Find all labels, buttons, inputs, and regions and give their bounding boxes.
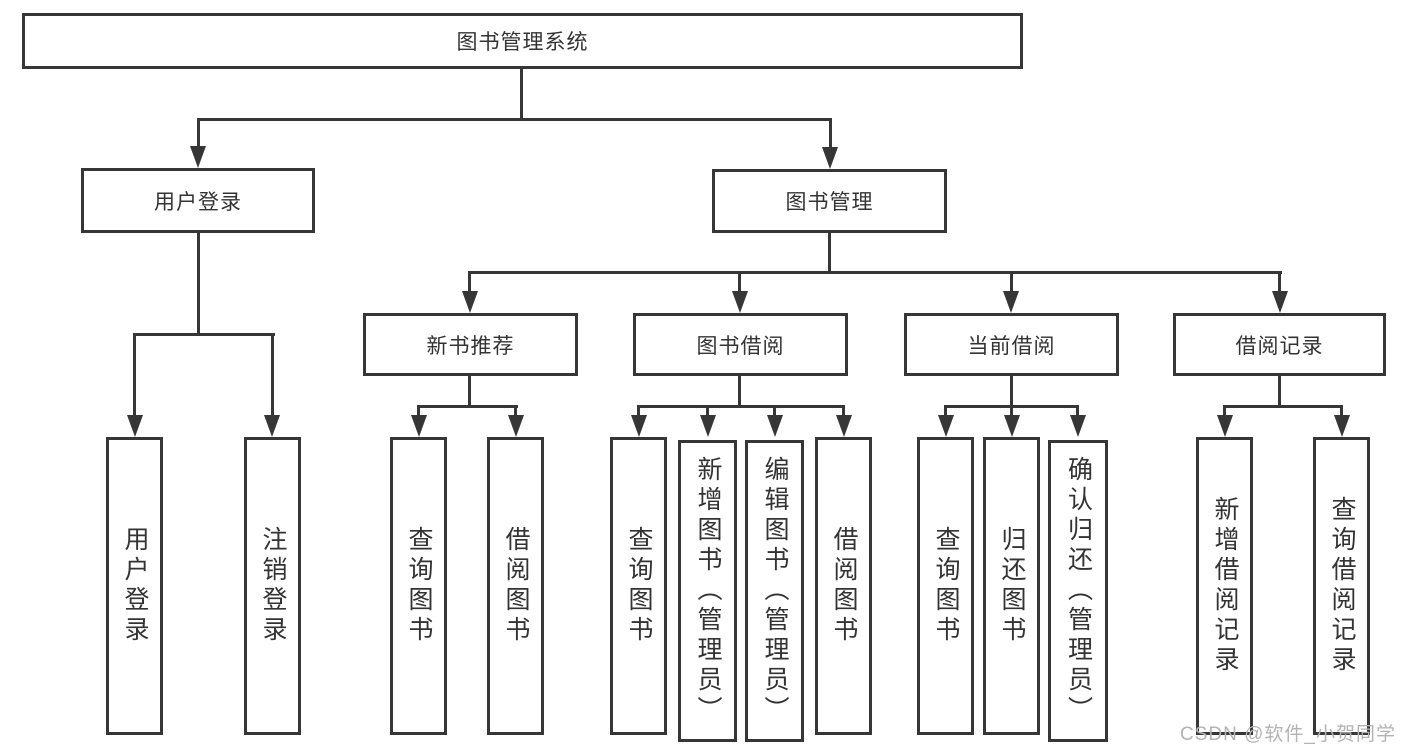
node-newbook-recommend-label: 新书推荐 bbox=[426, 334, 515, 358]
leaf-current-confirm-admin: 确认归还（管理员） bbox=[1048, 440, 1108, 742]
leaf-user-login: 用户登录 bbox=[106, 437, 163, 735]
connector-root-rail bbox=[197, 118, 832, 121]
connector-manage-stem bbox=[828, 233, 831, 274]
leaf-borrow-edit-admin: 编辑图书（管理员） bbox=[745, 440, 804, 742]
arrowhead-newbook-leaf1 bbox=[411, 415, 427, 437]
arrowhead-newbook bbox=[462, 291, 478, 313]
connector-borrow-stem bbox=[738, 376, 741, 407]
leaf-borrow-query-label: 查询图书 bbox=[625, 526, 653, 646]
connector-newbook-drop bbox=[468, 271, 471, 293]
leaf-records-add-label: 新增借阅记录 bbox=[1211, 496, 1239, 676]
leaf-current-return-label: 归还图书 bbox=[998, 526, 1026, 646]
leaf-logout-label: 注销登录 bbox=[259, 526, 287, 646]
connector-login-rail bbox=[133, 333, 275, 336]
connector-manage-drop bbox=[829, 118, 832, 148]
leaf-current-query-label: 查询图书 bbox=[932, 526, 960, 646]
connector-current-leaf1-drop bbox=[944, 405, 947, 417]
leaf-newbook-query-label: 查询图书 bbox=[405, 526, 433, 646]
connector-records-rail bbox=[1223, 405, 1343, 408]
arrowhead-login-leaf1 bbox=[127, 415, 143, 437]
connector-borrow-rail bbox=[637, 405, 845, 408]
arrowhead-records-leaf2 bbox=[1334, 415, 1350, 437]
leaf-current-confirm-admin-label: 确认归还（管理员） bbox=[1064, 456, 1093, 726]
node-user-login-label: 用户登录 bbox=[154, 190, 242, 214]
arrowhead-current-leaf2 bbox=[1004, 415, 1020, 437]
connector-current-stem bbox=[1010, 376, 1013, 407]
node-root-system-label: 图书管理系统 bbox=[456, 31, 589, 54]
leaf-newbook-query: 查询图书 bbox=[390, 437, 447, 735]
node-borrow-records-label: 借阅记录 bbox=[1235, 334, 1324, 358]
node-book-borrow: 图书借阅 bbox=[633, 313, 848, 376]
connector-records-drop bbox=[1278, 271, 1281, 293]
connector-newbook-stem bbox=[468, 376, 471, 408]
connector-login-drop bbox=[197, 118, 200, 148]
arrowhead-records bbox=[1272, 291, 1288, 313]
connector-current-drop bbox=[1010, 271, 1013, 293]
connector-borrow-leaf2-drop bbox=[706, 405, 709, 417]
leaf-records-query-label: 查询借阅记录 bbox=[1328, 496, 1356, 676]
node-root-system: 图书管理系统 bbox=[22, 13, 1023, 69]
arrowhead-current-leaf3 bbox=[1070, 415, 1086, 437]
connector-records-leaf1-drop bbox=[1223, 405, 1226, 417]
node-current-borrow-label: 当前借阅 bbox=[967, 334, 1056, 358]
arrowhead-manage bbox=[822, 147, 838, 169]
csdn-watermark: CSDN @软件_小贺同学 bbox=[1180, 724, 1396, 745]
arrowhead-records-leaf1 bbox=[1217, 415, 1233, 437]
arrowhead-login-leaf2 bbox=[264, 415, 280, 437]
leaf-borrow-borrow-label: 借阅图书 bbox=[830, 526, 858, 646]
leaf-borrow-edit-admin-label: 编辑图书（管理员） bbox=[761, 456, 789, 726]
arrowhead-current bbox=[1003, 291, 1019, 313]
leaf-borrow-query: 查询图书 bbox=[610, 437, 667, 735]
leaf-current-return: 归还图书 bbox=[983, 437, 1040, 735]
leaf-borrow-borrow: 借阅图书 bbox=[815, 437, 872, 735]
leaf-records-add: 新增借阅记录 bbox=[1196, 437, 1253, 735]
connector-login-leaf1-drop bbox=[133, 333, 136, 416]
connector-records-leaf2-drop bbox=[1340, 405, 1343, 417]
connector-borrow-leaf4-drop bbox=[842, 405, 845, 417]
node-current-borrow: 当前借阅 bbox=[904, 313, 1119, 376]
arrowhead-newbook-leaf2 bbox=[508, 415, 524, 437]
connector-login-leaf2-drop bbox=[271, 333, 274, 416]
arrowhead-borrow bbox=[732, 291, 748, 313]
arrowhead-borrow-leaf4 bbox=[836, 415, 852, 437]
node-book-manage: 图书管理 bbox=[712, 169, 947, 233]
arrowhead-borrow-leaf3 bbox=[767, 415, 783, 437]
leaf-borrow-add-admin-label: 新增图书（管理员） bbox=[694, 456, 722, 726]
arrowhead-borrow-leaf1 bbox=[631, 415, 647, 437]
connector-newbook-rail bbox=[417, 405, 518, 408]
connector-login-stem bbox=[197, 233, 200, 336]
connector-newbook-leaf1-drop bbox=[417, 405, 420, 417]
connector-root-stem bbox=[520, 67, 523, 121]
connector-current-leaf2-drop bbox=[1010, 405, 1013, 417]
leaf-current-query: 查询图书 bbox=[917, 437, 974, 735]
arrowhead-login bbox=[190, 146, 206, 168]
leaf-newbook-borrow-label: 借阅图书 bbox=[502, 526, 530, 646]
connector-newbook-leaf2-drop bbox=[514, 405, 517, 417]
arrowhead-current-leaf1 bbox=[938, 415, 954, 437]
node-newbook-recommend: 新书推荐 bbox=[363, 313, 578, 376]
connector-manage-rail bbox=[468, 271, 1282, 274]
connector-current-leaf3-drop bbox=[1076, 405, 1079, 417]
leaf-records-query: 查询借阅记录 bbox=[1313, 437, 1370, 735]
leaf-user-login-label: 用户登录 bbox=[121, 526, 149, 646]
arrowhead-borrow-leaf2 bbox=[700, 415, 716, 437]
leaf-borrow-add-admin: 新增图书（管理员） bbox=[678, 440, 737, 742]
node-user-login: 用户登录 bbox=[81, 168, 315, 233]
leaf-logout: 注销登录 bbox=[244, 437, 301, 735]
connector-records-stem bbox=[1278, 376, 1281, 407]
connector-borrow-leaf1-drop bbox=[637, 405, 640, 417]
node-borrow-records: 借阅记录 bbox=[1173, 313, 1386, 376]
connector-borrow-leaf3-drop bbox=[773, 405, 776, 417]
leaf-newbook-borrow: 借阅图书 bbox=[487, 437, 544, 735]
connector-borrow-drop bbox=[738, 271, 741, 293]
node-book-manage-label: 图书管理 bbox=[785, 191, 874, 214]
node-book-borrow-label: 图书借阅 bbox=[696, 334, 785, 358]
